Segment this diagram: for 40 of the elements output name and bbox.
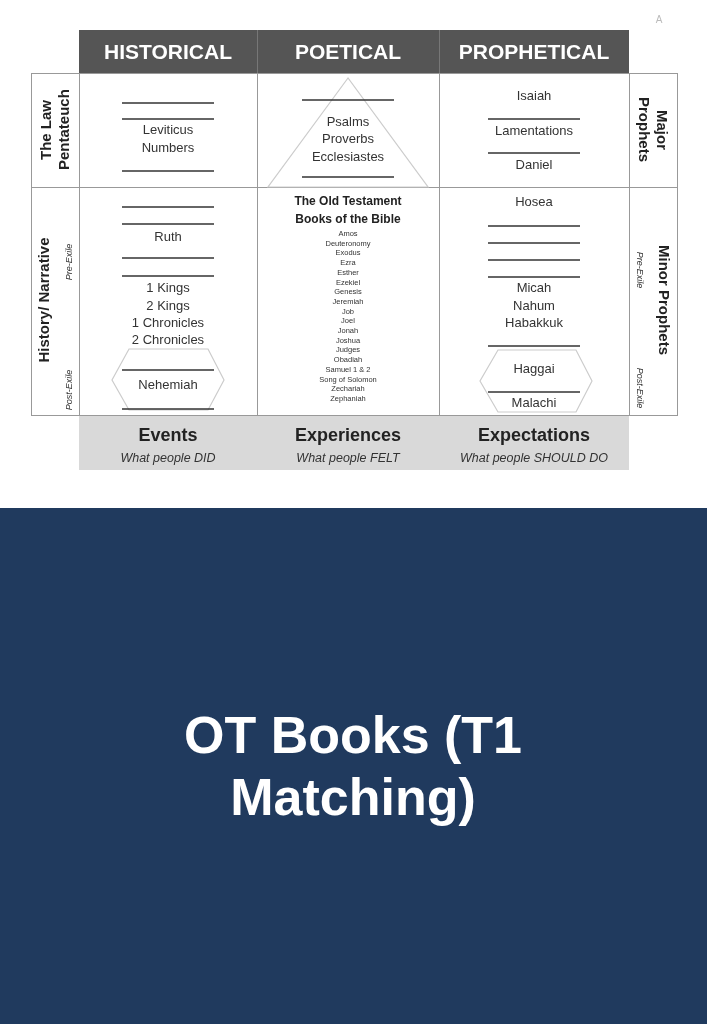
- book-name: Ecclesiastes: [311, 149, 385, 165]
- era-label: Post-Exile: [634, 367, 646, 409]
- book-name: Ruth: [154, 229, 182, 245]
- book-name: Numbers: [141, 140, 195, 156]
- book-name: Lamentations: [494, 123, 574, 139]
- book-name: Isaiah: [516, 88, 552, 104]
- book-name: Micah: [516, 280, 552, 296]
- book-name: Nahum: [513, 298, 555, 314]
- book-name: 2 Chronicles: [131, 332, 205, 348]
- book-name: Haggai: [513, 361, 555, 377]
- book-name: 2 Kings: [146, 298, 190, 314]
- era-label: Pre-Exile: [63, 243, 75, 281]
- category-subtitle: What people FELT: [296, 450, 400, 466]
- category-title: Expectations: [478, 425, 590, 447]
- book-name: Proverbs: [322, 131, 374, 147]
- column-heading: HISTORICAL: [104, 39, 232, 65]
- category-subtitle: What people DID: [120, 450, 216, 466]
- era-label: Pre-Exile: [634, 251, 646, 289]
- row-heading: Minor Prophets: [655, 245, 673, 355]
- word-bank-title: The Old Testament Books of the Bible: [293, 193, 403, 228]
- book-name: Malachi: [511, 395, 557, 411]
- era-label: Post-Exile: [63, 369, 75, 411]
- page-mark: A: [655, 14, 663, 26]
- row-heading: The Law Pentateuch: [37, 88, 73, 173]
- column-heading: PROPHETICAL: [458, 39, 610, 65]
- book-name: 1 Chronicles: [131, 315, 205, 331]
- row-heading: History/ Narrative: [35, 237, 53, 363]
- book-name: 1 Kings: [146, 280, 190, 296]
- row-heading: Major Prophets: [635, 96, 671, 165]
- category-subtitle: What people SHOULD DO: [460, 450, 608, 466]
- slide-title: OT Books (T1 Matching): [183, 704, 523, 828]
- book-name: Psalms: [326, 114, 370, 130]
- book-name: Hosea: [515, 194, 553, 210]
- book-name: Habakkuk: [505, 315, 563, 331]
- book-name: Daniel: [515, 157, 553, 173]
- column-heading: POETICAL: [294, 39, 402, 65]
- category-title: Events: [138, 425, 198, 447]
- book-name: Nehemiah: [138, 377, 198, 393]
- book-name: Leviticus: [142, 122, 194, 138]
- category-title: Experiences: [294, 425, 402, 447]
